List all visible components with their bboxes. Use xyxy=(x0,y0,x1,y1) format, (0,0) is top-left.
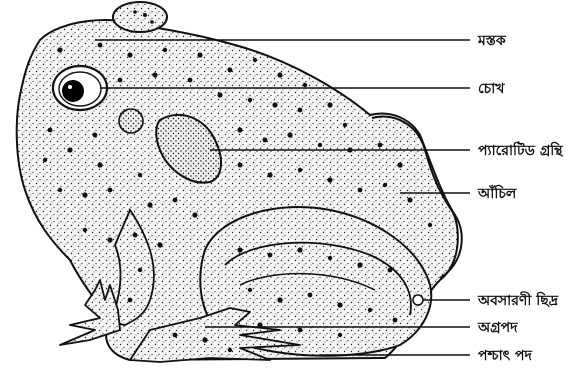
tympanum xyxy=(119,109,143,133)
eye-pupil xyxy=(62,80,84,102)
label-cloacal-aperture: অবসারণী ছিদ্র xyxy=(477,291,559,309)
label-parotid-gland: প্যারোটিড গ্রন্থি xyxy=(478,141,564,159)
eye-highlight xyxy=(68,85,72,89)
label-hindlimb: পশ্চাৎ পদ xyxy=(478,348,533,364)
label-warts: আঁচিল xyxy=(477,184,517,202)
cloacal-aperture xyxy=(413,295,423,305)
label-eye: চোখ xyxy=(478,81,505,97)
label-forelimb: অগ্রপদ xyxy=(477,320,518,336)
label-head: মস্তক xyxy=(477,33,507,49)
head-bump xyxy=(113,2,167,32)
